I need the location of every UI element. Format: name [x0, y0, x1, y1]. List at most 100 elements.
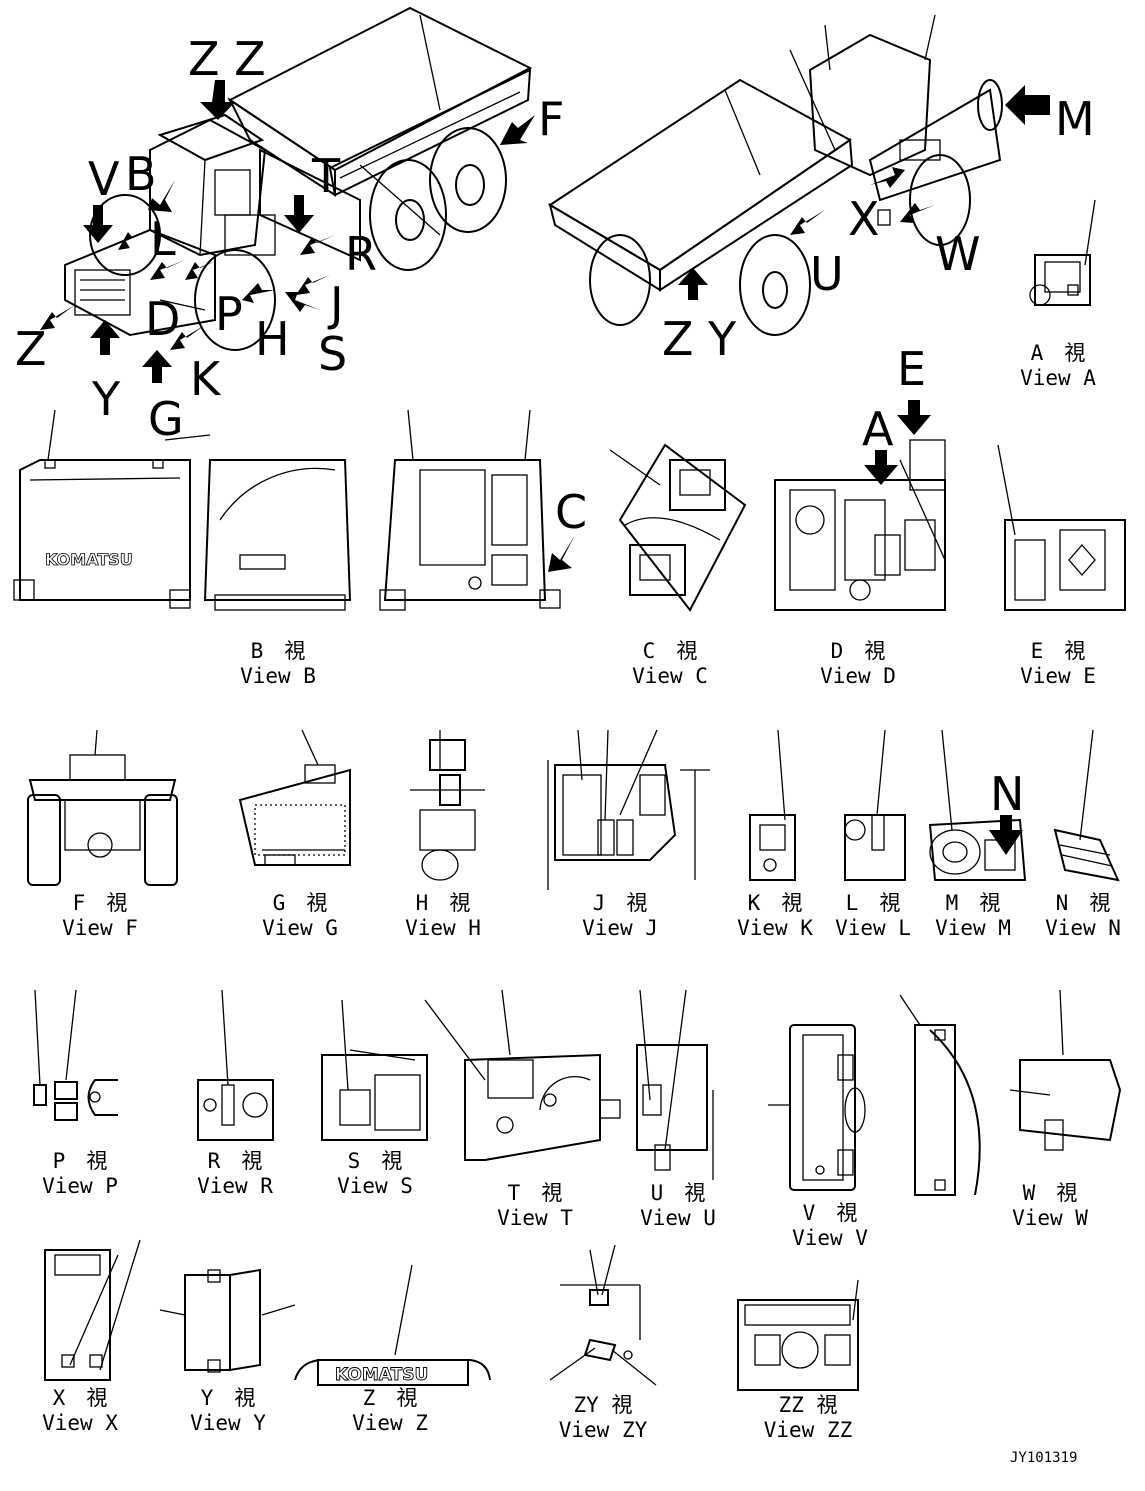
view-c-en: View C — [632, 664, 708, 688]
arrow-e — [897, 400, 931, 435]
arrow-c — [548, 535, 575, 572]
view-z-jp: Z 視 — [363, 1386, 418, 1410]
view-d-en: View D — [820, 664, 896, 688]
view-r-jp: R 視 — [208, 1149, 263, 1173]
view-u-jp: U 視 — [651, 1181, 706, 1205]
label-b: B — [125, 147, 157, 201]
view-a-en: View A — [1020, 366, 1096, 390]
arrow-t — [284, 195, 314, 233]
label-z: Z — [15, 322, 47, 376]
view-r-drawing — [197, 989, 274, 1141]
view-a-drawing — [1029, 199, 1096, 306]
overview-labels-left: Z Z F V B T L R D P J H S Z K Y G — [15, 32, 564, 446]
view-f-drawing — [27, 729, 178, 886]
label-m: M — [1055, 92, 1095, 146]
view-x-jp: X 視 — [53, 1386, 108, 1410]
view-k-en: View K — [737, 916, 813, 940]
view-v-en: View V — [792, 1226, 868, 1250]
arrow-zz — [200, 80, 235, 120]
view-l-jp: L 視 — [846, 891, 901, 915]
view-n-en: View N — [1045, 916, 1121, 940]
arrow-d — [150, 260, 185, 280]
view-zy-drawing — [549, 1244, 657, 1386]
brand-logo-cab: KOMATSU — [45, 550, 133, 569]
view-a-jp: A 視 — [1031, 341, 1086, 365]
view-m-drawing — [928, 729, 1027, 881]
view-l-en: View L — [835, 916, 911, 940]
truck-overview-front — [64, 6, 533, 351]
view-zy-en: View ZY — [559, 1418, 648, 1442]
arrow-dd — [185, 260, 218, 280]
label-t: T — [311, 149, 341, 203]
view-p-en: View P — [42, 1174, 118, 1198]
label-p: P — [215, 287, 243, 341]
view-h-jp: H 視 — [416, 891, 471, 915]
label-x: X — [848, 192, 880, 246]
view-y-jp: Y 視 — [201, 1386, 256, 1410]
label-k: K — [190, 352, 222, 406]
view-arrows-right — [678, 85, 1050, 300]
view-arrows-left — [40, 80, 535, 383]
label-d: D — [145, 292, 180, 346]
view-m-en: View M — [935, 916, 1011, 940]
view-e-jp: E 視 — [1031, 639, 1086, 663]
label-c: C — [555, 485, 587, 539]
arrow-x — [870, 167, 905, 188]
arrow-p — [242, 283, 275, 303]
arrow-a — [864, 450, 898, 485]
label-s: S — [318, 327, 347, 381]
label-zy: Z Y — [662, 312, 737, 366]
arrow-b — [148, 180, 175, 212]
view-b-drawing: KOMATSU — [13, 409, 575, 611]
arrow-f — [500, 115, 535, 145]
view-l-drawing — [844, 729, 906, 881]
view-zz-jp: ZZ 視 — [779, 1393, 838, 1417]
label-y: Y — [91, 372, 121, 426]
arrow-w — [900, 203, 935, 223]
view-v-jp: V 視 — [803, 1201, 858, 1225]
truck-overview-rear — [548, 14, 1003, 336]
label-w: W — [935, 227, 980, 281]
label-f: F — [538, 92, 564, 146]
drawing-code: JY101319 — [1010, 1450, 1077, 1466]
view-u-drawing — [636, 989, 714, 1180]
view-j-en: View J — [582, 916, 658, 940]
label-e: E — [897, 342, 926, 396]
view-h-drawing — [410, 730, 485, 881]
view-h-en: View H — [405, 916, 481, 940]
arrow-r — [300, 235, 335, 255]
label-j: J — [327, 277, 344, 331]
label-g: G — [148, 392, 184, 446]
view-w-en: View W — [1012, 1206, 1088, 1230]
brand-logo-grille: KOMATSU — [335, 1365, 428, 1385]
view-e-drawing — [997, 444, 1126, 611]
view-zz-drawing — [737, 1279, 859, 1391]
view-f-en: View F — [62, 916, 138, 940]
view-n-jp: N 視 — [1056, 891, 1111, 915]
arrow-u — [790, 210, 825, 235]
view-g-en: View G — [262, 916, 338, 940]
view-z-drawing: KOMATSU — [294, 1264, 491, 1386]
arrow-y — [90, 320, 120, 355]
view-k-drawing — [749, 729, 796, 881]
arrow-s — [285, 292, 320, 312]
label-l: L — [150, 212, 176, 266]
view-e-en: View E — [1020, 664, 1096, 688]
view-d-jp: D 視 — [831, 639, 886, 663]
arrow-v — [83, 205, 113, 243]
label-a: A — [862, 402, 894, 456]
view-zy-jp: ZY 視 — [574, 1393, 633, 1417]
view-y-en: View Y — [190, 1411, 266, 1435]
view-s-drawing — [321, 999, 428, 1141]
view-w-jp: W 視 — [1023, 1181, 1078, 1205]
view-y-drawing — [159, 1268, 296, 1373]
overview-labels-right: M X W U Z Y — [662, 92, 1095, 366]
label-h: H — [255, 312, 290, 366]
view-x-drawing — [44, 1239, 141, 1381]
view-b-en: View B — [240, 664, 316, 688]
view-g-jp: G 視 — [273, 891, 328, 915]
label-r: R — [345, 227, 377, 281]
view-j-jp: J 視 — [593, 891, 648, 915]
view-s-jp: S 視 — [348, 1149, 403, 1173]
